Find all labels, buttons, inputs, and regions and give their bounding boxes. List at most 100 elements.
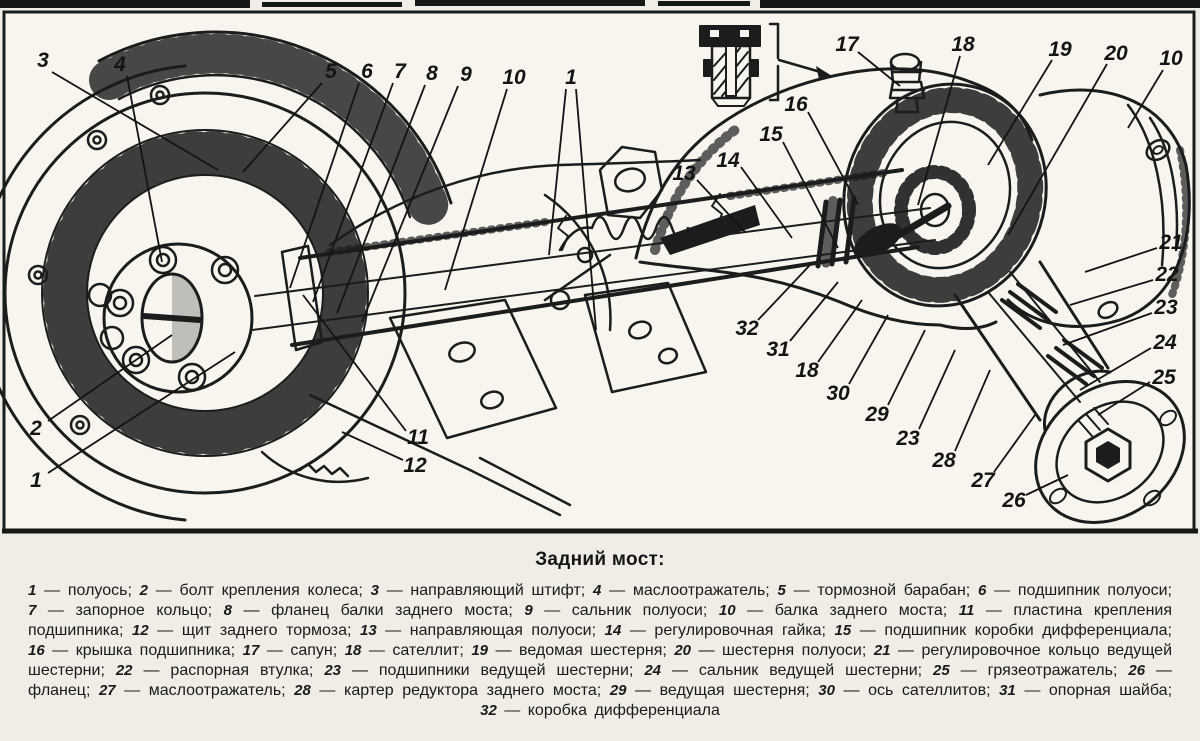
axle-diagram-svg: 3456789101131415161718192010212223242532… — [0, 0, 1200, 534]
legend-item-number: 4 — [593, 582, 602, 599]
callout-leader-20 — [1007, 63, 1108, 236]
callout-leader-10 — [1127, 69, 1164, 129]
legend-item-number: 26 — [1128, 662, 1146, 679]
callout-leader-30 — [848, 314, 889, 385]
callout-leader-16 — [807, 111, 859, 206]
axle-cover — [1006, 88, 1191, 328]
callout-number-19: 19 — [1048, 38, 1072, 61]
legend-item-number: 25 — [933, 662, 950, 679]
callout-number-29: 29 — [864, 403, 889, 426]
callout-number-23: 23 — [895, 427, 920, 450]
callout-number-20: 20 — [1103, 42, 1128, 65]
callout-leader-21 — [1084, 247, 1158, 273]
callout-number-12: 12 — [403, 454, 427, 477]
callout-number-10: 10 — [502, 66, 526, 89]
callout-number-6: 6 — [361, 60, 373, 83]
callout-number-2: 2 — [29, 417, 42, 440]
legend-item-number: 22 — [115, 662, 133, 679]
legend-item-number: 10 — [718, 602, 736, 619]
callout-leader-6 — [289, 82, 360, 289]
callout-number-11: 11 — [407, 426, 429, 449]
spring-plates — [388, 281, 708, 440]
callout-number-22: 22 — [1154, 263, 1179, 286]
legend-item-number: 11 — [958, 602, 975, 619]
callout-leader-22 — [1069, 279, 1154, 306]
callout-number-23: 23 — [1153, 296, 1178, 319]
callout-number-17: 17 — [835, 33, 860, 56]
callout-leader-23 — [1062, 312, 1153, 346]
legend-item-number: 3 — [370, 582, 379, 599]
callout-number-32: 32 — [735, 317, 759, 340]
callout-leader-31 — [789, 281, 839, 342]
callout-leader-1 — [548, 88, 567, 256]
differential-housing — [328, 67, 1034, 330]
ring-gear — [842, 82, 1048, 308]
callout-leader-14 — [740, 166, 793, 239]
callout-number-1: 1 — [30, 469, 42, 492]
callout-number-28: 28 — [931, 449, 956, 472]
legend-item-number: 28 — [294, 682, 311, 699]
callout-leader-10 — [444, 88, 508, 291]
callout-number-15: 15 — [759, 123, 783, 146]
legend-item-number: 31 — [999, 682, 1016, 699]
callout-number-8: 8 — [426, 62, 438, 85]
callout-number-9: 9 — [460, 63, 472, 86]
legend-item-number: 1 — [28, 582, 37, 599]
callout-number-5: 5 — [325, 60, 337, 83]
callout-number-26: 26 — [1001, 489, 1026, 512]
callout-leader-19 — [987, 59, 1053, 166]
callout-leader-15 — [782, 141, 839, 249]
pinion-flange — [1034, 380, 1186, 524]
scan-noise — [0, 0, 1200, 8]
legend-item-number: 19 — [471, 642, 489, 659]
legend-item-number: 9 — [524, 602, 533, 619]
callout-number-7: 7 — [394, 60, 407, 83]
callout-leader-9 — [361, 85, 459, 323]
legend-item-number: 21 — [873, 642, 891, 659]
callout-leader-5 — [242, 82, 323, 173]
callout-leader-32 — [757, 264, 811, 321]
callout-number-10: 10 — [1159, 47, 1183, 70]
callout-leader-1 — [47, 351, 236, 474]
legend-item-number: 23 — [324, 662, 341, 679]
callout-number-4: 4 — [113, 53, 126, 76]
callout-leader-2 — [47, 334, 173, 422]
legend-item-number: 12 — [132, 622, 149, 639]
callout-number-25: 25 — [1151, 366, 1176, 389]
callout-leader-23 — [918, 349, 956, 430]
callout-number-1: 1 — [565, 66, 577, 89]
brake-drum — [89, 30, 453, 230]
callout-number-18: 18 — [795, 359, 819, 382]
legend-item-number: 14 — [604, 622, 622, 639]
legend-item-number: 29 — [609, 682, 627, 699]
legend-item-number: 13 — [359, 622, 377, 639]
legend-item-number: 17 — [242, 642, 260, 659]
figure-title: Задний мост: — [535, 549, 665, 570]
breather-inset — [699, 22, 832, 107]
callout-leader-25 — [1097, 381, 1151, 416]
legend-item-number: 15 — [834, 622, 852, 639]
legend-item-number: 2 — [139, 582, 148, 599]
callout-number-14: 14 — [716, 149, 740, 172]
callout-number-24: 24 — [1152, 331, 1177, 354]
legend-item-number: 16 — [28, 642, 45, 659]
callout-number-18: 18 — [951, 33, 975, 56]
brake-rods — [260, 393, 572, 517]
hanger-bracket — [598, 145, 664, 220]
legend-item-number: 18 — [344, 642, 362, 659]
callout-number-31: 31 — [766, 338, 789, 361]
wheel-hub — [87, 242, 254, 394]
figure-legend: 1 — полуось; 2 — болт крепления колеса; … — [28, 582, 1173, 719]
inset-arrowhead — [816, 66, 832, 79]
callout-leader-7 — [312, 82, 394, 303]
callout-leader-28 — [954, 369, 991, 452]
callout-leader-24 — [1079, 347, 1152, 391]
callout-leader-11 — [302, 294, 407, 432]
legend-item-number: 32 — [480, 702, 497, 719]
callout-number-30: 30 — [826, 382, 850, 405]
callout-leader-17 — [857, 51, 901, 87]
callout-number-3: 3 — [37, 49, 49, 72]
legend-item-number: 24 — [644, 662, 662, 679]
